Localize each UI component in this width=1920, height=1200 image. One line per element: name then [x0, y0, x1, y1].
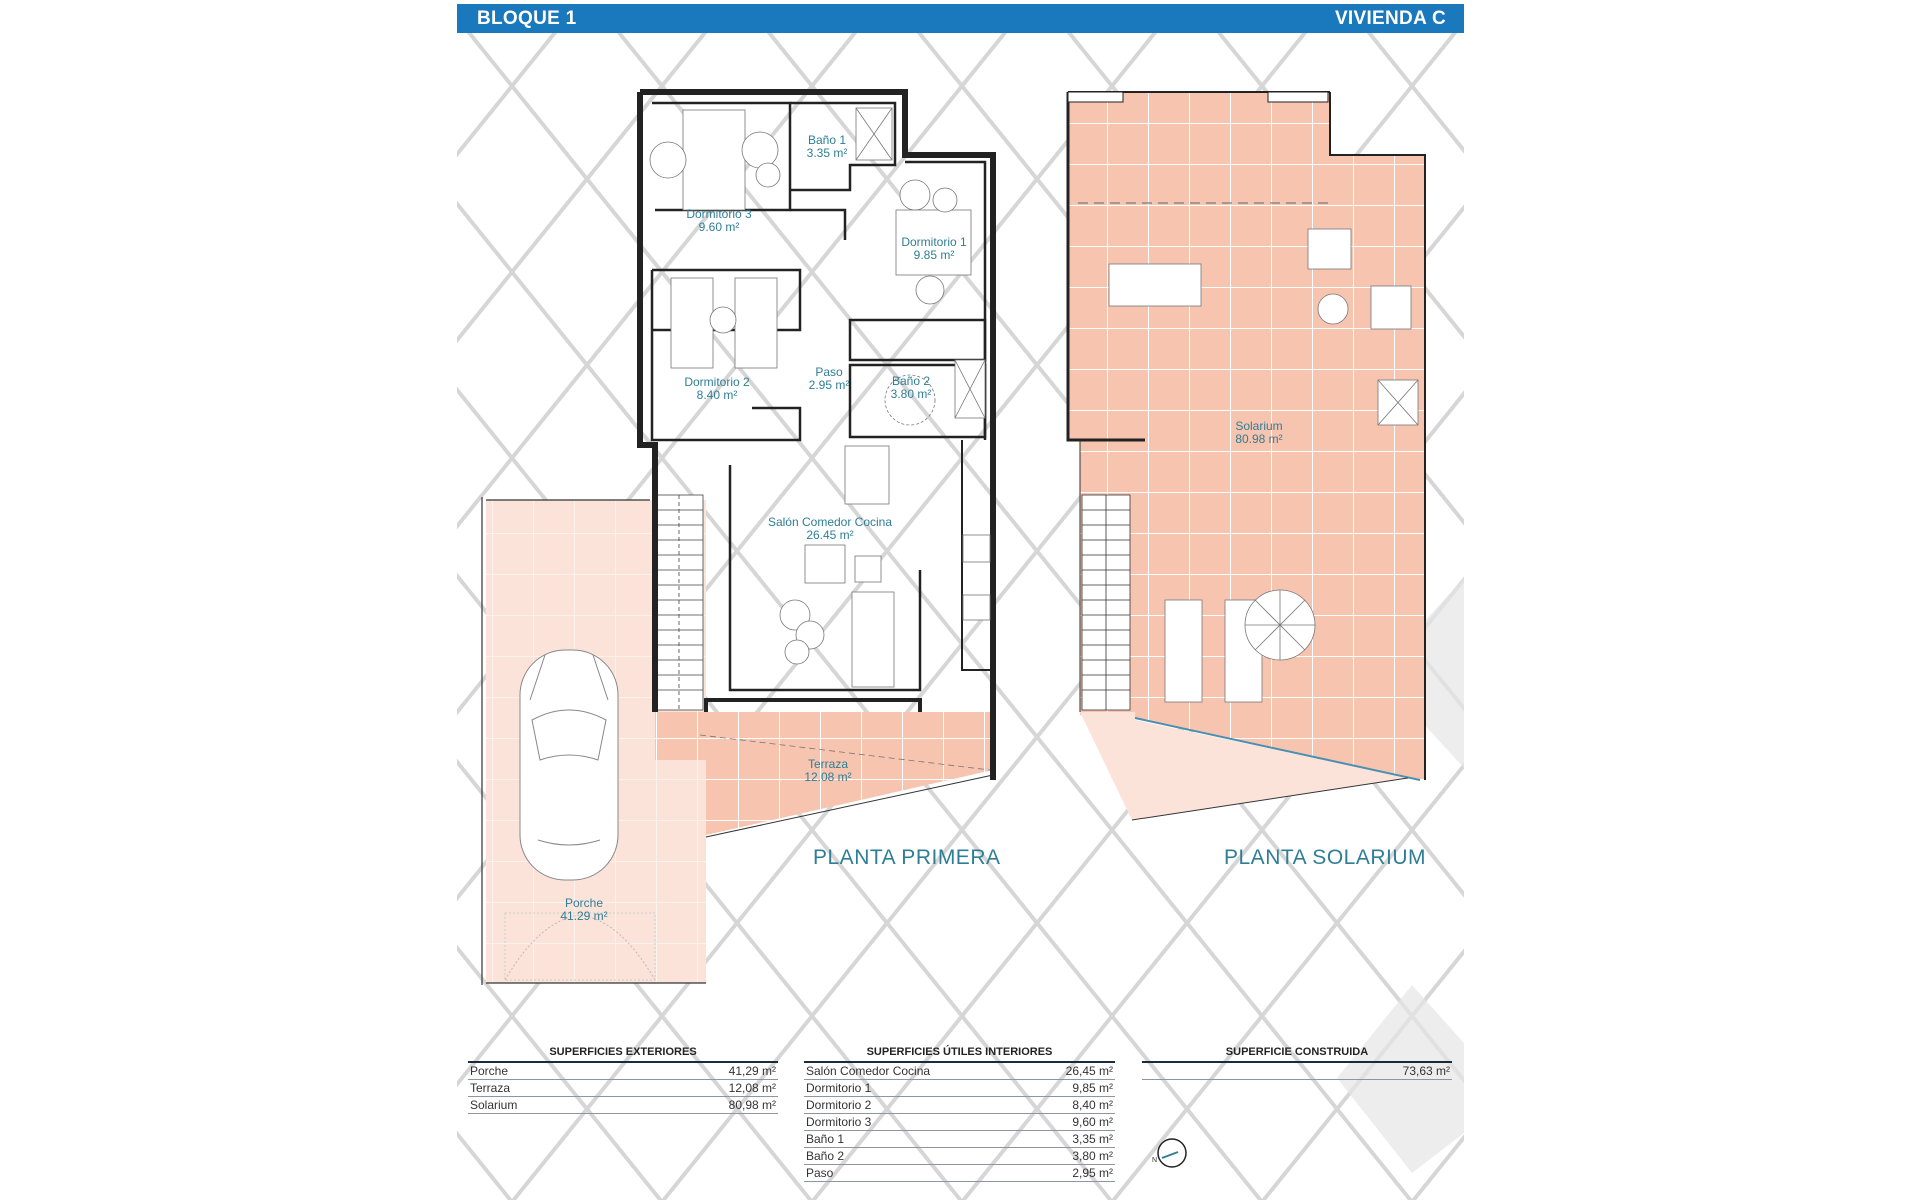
- table-row: Dormitorio 3 9,60 m²: [804, 1114, 1115, 1131]
- room-area: 2.95 m²: [808, 378, 850, 392]
- row-value: 3,80 m²: [1072, 1149, 1113, 1163]
- room-label-dormitorio-2: Dormitorio 2 8.40 m²: [684, 376, 749, 402]
- plan-title-primera: PLANTA PRIMERA: [813, 846, 1001, 869]
- room-label-terraza: Terraza 12.08 m²: [804, 758, 851, 784]
- table-row: Baño 2 3,80 m²: [804, 1148, 1115, 1165]
- row-value: 12,08 m²: [728, 1081, 776, 1095]
- solarium-stairs: [1081, 494, 1131, 711]
- room-label-dormitorio-1: Dormitorio 1 9.85 m²: [901, 236, 966, 262]
- table-row: Dormitorio 2 8,40 m²: [804, 1097, 1115, 1114]
- row-value: 73,63 m²: [1402, 1064, 1450, 1078]
- room-area: 26.45 m²: [806, 528, 854, 542]
- room-name: Salón Comedor Cocina: [767, 515, 893, 529]
- room-name: Baño 2: [891, 374, 931, 388]
- north-compass-icon: N: [1152, 1138, 1187, 1168]
- room-name: Baño 1: [807, 133, 847, 147]
- room-name: Dormitorio 3: [686, 207, 752, 221]
- row-value: 41,29 m²: [728, 1064, 776, 1078]
- sunbed-icon: [1164, 599, 1203, 703]
- row-label: Dormitorio 3: [806, 1115, 872, 1129]
- row-label: Paso: [806, 1166, 834, 1180]
- row-label: Dormitorio 2: [806, 1098, 872, 1112]
- table-superficies-utiles-interiores: SUPERFICIES ÚTILES INTERIORES Salón Come…: [804, 1045, 1115, 1182]
- table-row: Salón Comedor Cocina 26,45 m²: [804, 1063, 1115, 1080]
- row-value: 3,35 m²: [1072, 1132, 1113, 1146]
- block-label: BLOQUE 1: [477, 7, 577, 29]
- house-walls: [637, 89, 996, 780]
- table-row: Solarium 80,98 m²: [468, 1097, 778, 1114]
- row-value: 9,60 m²: [1072, 1115, 1113, 1129]
- furniture: [649, 107, 991, 688]
- room-label-dormitorio-3: Dormitorio 3 9.60 m²: [686, 208, 751, 234]
- row-value: 9,85 m²: [1072, 1081, 1113, 1095]
- car-icon: [519, 649, 619, 881]
- room-label-bano-2: Baño 2 3.80 m²: [891, 375, 932, 401]
- room-name: Terraza: [807, 757, 849, 771]
- room-area: 12.08 m²: [804, 770, 852, 784]
- room-label-solarium: Solarium 80.98 m²: [1235, 420, 1282, 446]
- svg-text:N: N: [1152, 1157, 1157, 1164]
- table-superficies-exteriores: SUPERFICIES EXTERIORES Porche 41,29 m² T…: [468, 1045, 778, 1114]
- solarium-furniture: [1108, 228, 1419, 703]
- room-name: Solarium: [1235, 419, 1283, 433]
- row-label: Solarium: [470, 1098, 518, 1112]
- table-row: Porche 41,29 m²: [468, 1063, 778, 1080]
- row-label: Porche: [470, 1064, 509, 1078]
- room-area: 9.60 m²: [698, 220, 740, 234]
- table-row: Dormitorio 1 9,85 m²: [804, 1080, 1115, 1097]
- row-label: Dormitorio 1: [806, 1081, 872, 1095]
- row-label: Baño 1: [806, 1132, 845, 1146]
- room-area: 9.85 m²: [913, 248, 955, 262]
- row-label: Baño 2: [806, 1149, 845, 1163]
- room-name: Dormitorio 2: [684, 375, 750, 389]
- armchair-icon: [1307, 228, 1352, 270]
- unit-label: VIVIENDA C: [1334, 7, 1446, 29]
- terrace-area: [655, 712, 994, 838]
- room-area: 3.35 m²: [806, 146, 848, 160]
- solarium-plan: [1066, 91, 1426, 821]
- table-superficie-construida: SUPERFICIE CONSTRUIDA 73,63 m²: [1142, 1045, 1452, 1080]
- row-value: 2,95 m²: [1072, 1166, 1113, 1180]
- room-label-porche: Porche 41.29 m²: [560, 897, 607, 923]
- bed-icon: [895, 209, 972, 276]
- room-label-bano-1: Baño 1 3.35 m²: [807, 134, 848, 160]
- table-title: SUPERFICIES EXTERIORES: [468, 1045, 778, 1063]
- table-row: Baño 1 3,35 m²: [804, 1131, 1115, 1148]
- row-value: 80,98 m²: [728, 1098, 776, 1112]
- table-row: Terraza 12,08 m²: [468, 1080, 778, 1097]
- header-bar: BLOQUE 1 VIVIENDA C: [457, 4, 1464, 33]
- table-title: SUPERFICIE CONSTRUIDA: [1142, 1045, 1452, 1063]
- first-floor-plan: [481, 89, 996, 985]
- table-row: Paso 2,95 m²: [804, 1165, 1115, 1182]
- row-label: Terraza: [470, 1081, 511, 1095]
- row-label: Salón Comedor Cocina: [806, 1064, 931, 1078]
- room-name: Porche: [564, 896, 604, 910]
- plan-title-solarium: PLANTA SOLARIUM: [1224, 846, 1426, 869]
- row-value: 8,40 m²: [1072, 1098, 1113, 1112]
- room-area: 41.29 m²: [560, 909, 608, 923]
- room-area: 80.98 m²: [1235, 432, 1283, 446]
- dining-table-icon: [1108, 263, 1202, 307]
- room-name: Dormitorio 1: [901, 235, 967, 249]
- room-area: 3.80 m²: [890, 387, 932, 401]
- table-row: 73,63 m²: [1142, 1063, 1452, 1080]
- table-title: SUPERFICIES ÚTILES INTERIORES: [804, 1045, 1115, 1063]
- stairs: [654, 494, 704, 711]
- room-name: Paso: [815, 365, 843, 379]
- room-label-salon-comedor-cocina: Salón Comedor Cocina 26.45 m²: [768, 516, 892, 542]
- row-value: 26,45 m²: [1065, 1064, 1113, 1078]
- room-area: 8.40 m²: [696, 388, 738, 402]
- armchair-icon: [1370, 285, 1412, 330]
- room-label-paso: Paso 2.95 m²: [809, 366, 850, 392]
- double-bed-icon: [682, 109, 746, 211]
